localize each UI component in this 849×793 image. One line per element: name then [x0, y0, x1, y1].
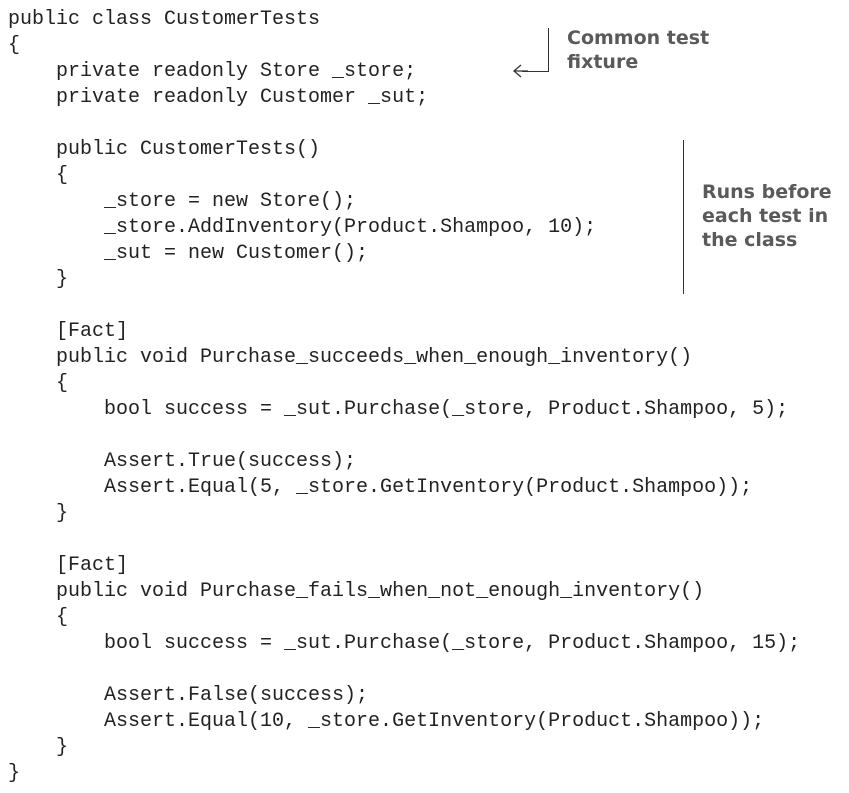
code-line [8, 111, 800, 137]
code-line: private readonly Customer _sut; [8, 86, 429, 109]
constructor-annotation-line: each test in [702, 205, 829, 227]
fixture-annotation: Common test fixture [567, 26, 709, 74]
code-line: public void Purchase_succeeds_when_enoug… [8, 346, 693, 369]
fixture-annotation-line: Common test [567, 27, 710, 49]
code-line: [Fact] [8, 320, 129, 343]
code-line: Assert.Equal(10, _store.GetInventory(Pro… [8, 710, 765, 733]
fixture-bracket-line [548, 28, 549, 72]
code-line: } [8, 502, 69, 525]
code-line: Assert.False(success); [8, 684, 369, 707]
code-line: } [8, 736, 69, 759]
constructor-annotation-line: the class [702, 229, 798, 251]
code-line: [Fact] [8, 554, 129, 577]
code-line: { [8, 34, 21, 57]
code-line: bool success = _sut.Purchase(_store, Pro… [8, 632, 801, 655]
code-line: private readonly Store _store; [8, 60, 417, 83]
code-line: public CustomerTests() [8, 138, 321, 161]
code-line: } [8, 762, 21, 785]
code-line: bool success = _sut.Purchase(_store, Pro… [8, 398, 789, 421]
code-line: public class CustomerTests [8, 8, 321, 31]
arrow-left-icon [513, 64, 528, 78]
code-line [8, 657, 800, 683]
code-line: { [8, 372, 69, 395]
code-block: public class CustomerTests { private read… [8, 7, 800, 787]
code-line [8, 527, 800, 553]
code-line: _sut = new Customer(); [8, 242, 369, 265]
code-line: { [8, 164, 69, 187]
code-line [8, 423, 800, 449]
code-line: Assert.Equal(5, _store.GetInventory(Prod… [8, 476, 753, 499]
code-line: { [8, 606, 69, 629]
fixture-annotation-line: fixture [567, 51, 639, 73]
fixture-pointer-line [522, 71, 549, 72]
constructor-bracket-line [683, 140, 684, 294]
code-line: _store = new Store(); [8, 190, 357, 213]
code-line [8, 293, 800, 319]
constructor-annotation-line: Runs before [702, 181, 832, 203]
code-line: _store.AddInventory(Product.Shampoo, 10)… [8, 216, 597, 239]
code-line: Assert.True(success); [8, 450, 357, 473]
code-line: } [8, 268, 69, 291]
code-line: public void Purchase_fails_when_not_enou… [8, 580, 705, 603]
constructor-annotation: Runs before each test in the class [702, 180, 832, 252]
